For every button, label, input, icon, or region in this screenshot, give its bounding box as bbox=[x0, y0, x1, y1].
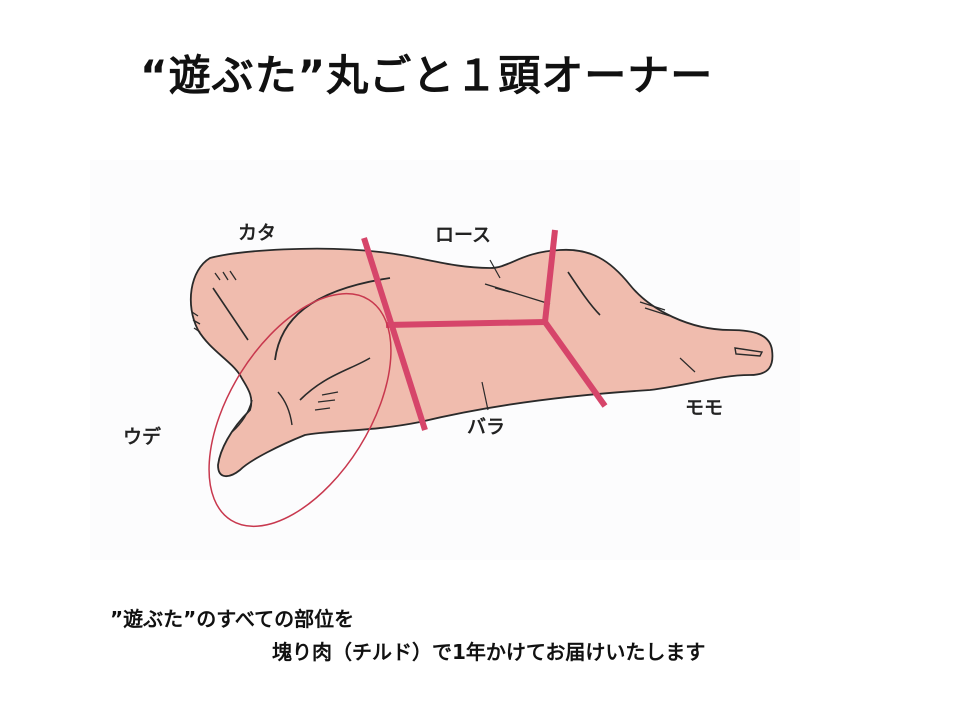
ude-highlight-ellipse bbox=[208, 292, 392, 528]
pork-carcass-illustration bbox=[189, 229, 774, 528]
label-bara: バラ bbox=[467, 416, 506, 438]
caption-line-1: ”遊ぶた”のすべての部位を bbox=[110, 607, 355, 631]
page-title: “遊ぶた”丸ごと１頭オーナー bbox=[140, 51, 714, 100]
carcass-outline bbox=[189, 247, 774, 478]
label-ude: ウデ bbox=[123, 426, 162, 448]
cut-lines bbox=[361, 229, 608, 431]
label-kata: カタ bbox=[238, 222, 277, 244]
label-rosu: ロース bbox=[435, 224, 492, 246]
caption-line-2: 塊り肉（チルド）で1年かけてお届けいたします bbox=[272, 640, 706, 664]
label-momo: モモ bbox=[685, 397, 724, 419]
pork-cuts-diagram: カタ ロース ウデ バラ モモ bbox=[90, 160, 800, 560]
